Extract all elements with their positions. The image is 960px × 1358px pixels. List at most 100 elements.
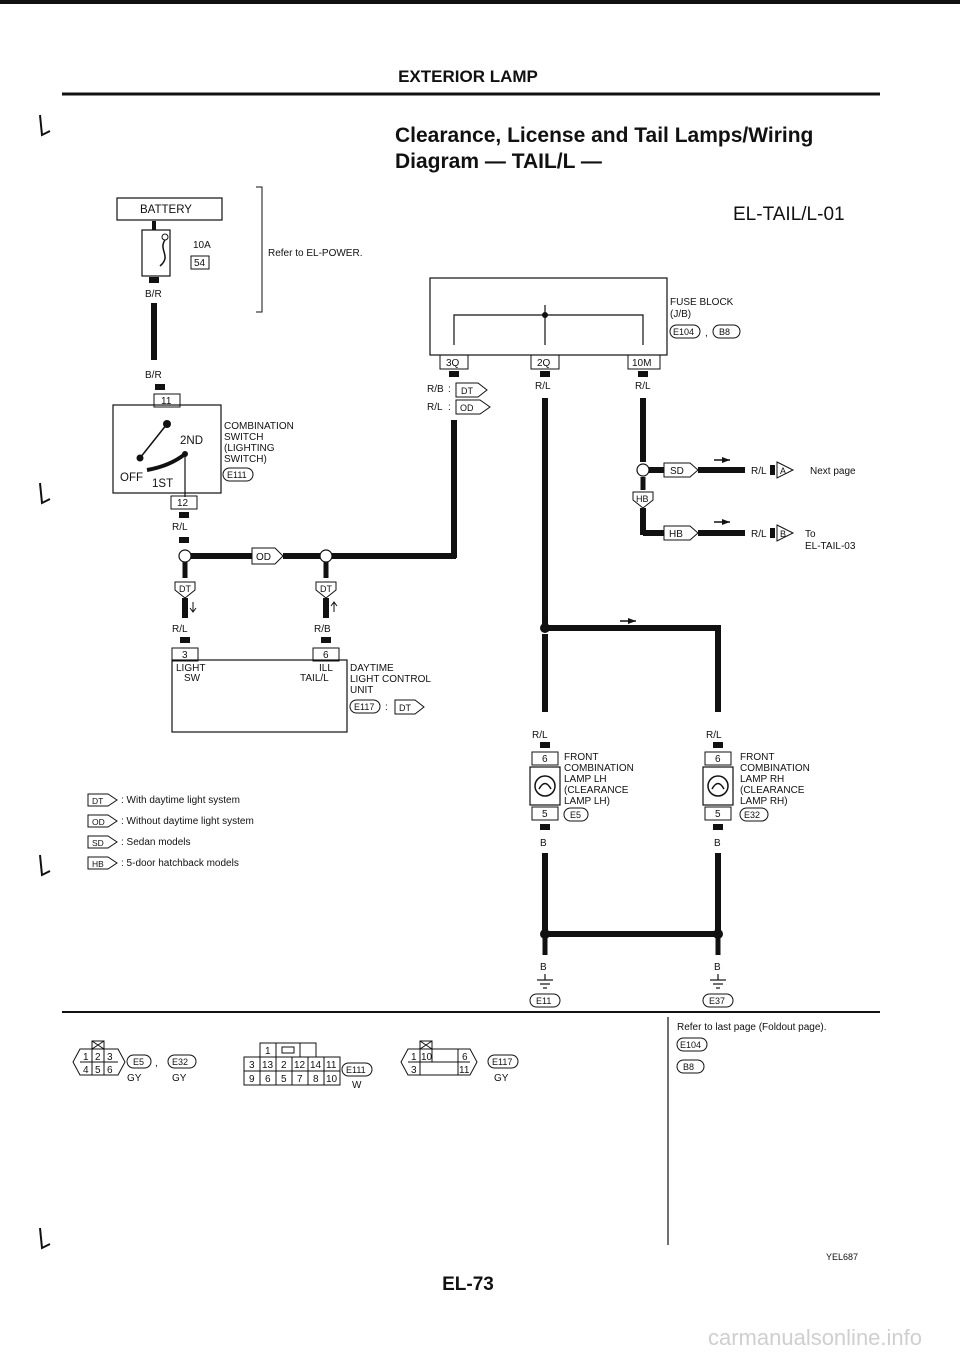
pin: 10: [421, 1052, 433, 1063]
switch-pos-2nd: 2ND: [180, 435, 203, 447]
wire-label: R/L: [635, 381, 651, 392]
bulb-icon: [534, 775, 556, 797]
pin: 6: [265, 1074, 271, 1085]
separator: ,: [155, 1058, 158, 1069]
lh-name-3: LAMP LH: [564, 774, 607, 785]
connector-e111-face: 1 3 13 2 12 14 11 9 6 5 7 8 10 E111 W: [243, 1042, 373, 1091]
connector-e104: E104: [673, 327, 694, 337]
variant-hb-tag: HB: [669, 529, 683, 540]
legend: DT : With daytime light system OD : With…: [87, 793, 254, 870]
lamp-rh-box: [702, 766, 734, 806]
separator: :: [448, 402, 451, 413]
terminal-12: 12: [177, 498, 189, 509]
fuse-block-name: FUSE BLOCK: [670, 297, 734, 308]
separator: :: [448, 384, 451, 395]
switch-name-1: COMBINATION: [224, 421, 294, 432]
switch-blade: [146, 452, 187, 472]
pin: 3: [107, 1052, 113, 1063]
lamp-lh-box: [529, 766, 561, 806]
dt-label-sw: SW: [184, 673, 201, 684]
connector-label: E117: [492, 1057, 512, 1067]
page-title-line1: Clearance, License and Tail Lamps/Wiring: [395, 124, 813, 147]
switch-name-2: SWITCH: [224, 432, 263, 443]
fuse-block-sub: (J/B): [670, 309, 691, 320]
pin: 2: [95, 1052, 101, 1063]
rh-name-1: FRONT: [740, 752, 774, 763]
fuse-number: 54: [194, 258, 206, 269]
variant-od-tag: OD: [460, 403, 474, 413]
legend-text: : 5-door hatchback models: [121, 858, 239, 869]
rh-name-4: (CLEARANCE: [740, 785, 805, 796]
wire-label: B/R: [145, 370, 162, 381]
legend-code: HB: [92, 859, 104, 869]
wire-label: R/B: [427, 384, 444, 395]
diagram-code: EL-TAIL/L-01: [733, 204, 845, 225]
connector-b8: B8: [719, 327, 730, 337]
top-border: [0, 0, 960, 4]
to-page-text: EL-TAIL-03: [805, 541, 856, 552]
off-page-a: A: [780, 466, 786, 476]
wire-label: B: [714, 838, 721, 849]
connector-e5: E5: [570, 810, 581, 820]
color-code: W: [352, 1080, 362, 1091]
wire-label: R/L: [535, 381, 551, 392]
fuse-terminal-3q: 3Q: [446, 358, 460, 369]
to-text: To: [805, 529, 816, 540]
pin: 5: [281, 1074, 287, 1085]
dt-name-1: DAYTIME: [350, 663, 394, 674]
combination-switch-box: [112, 404, 222, 494]
pin: 4: [83, 1065, 89, 1076]
lh-name-1: FRONT: [564, 752, 598, 763]
pin: 13: [262, 1060, 274, 1071]
lh-name-2: COMBINATION: [564, 763, 634, 774]
figure-code: YEL687: [826, 1252, 858, 1262]
pin: 12: [294, 1060, 306, 1071]
section-title: EXTERIOR LAMP: [398, 67, 538, 86]
color-code: GY: [494, 1073, 509, 1084]
pin: 8: [313, 1074, 319, 1085]
ground-e37: E37: [709, 996, 725, 1006]
legend-text: : With daytime light system: [121, 795, 240, 806]
ground-icon: [537, 974, 553, 989]
refer-power-note: Refer to EL-POWER.: [268, 248, 362, 259]
legend-text: : Sedan models: [121, 837, 191, 848]
switch-pos-1st: 1ST: [152, 478, 173, 490]
wire-label: R/L: [706, 730, 722, 741]
refer-foldout-text: Refer to last page (Foldout page).: [677, 1022, 827, 1033]
terminal-11: 11: [161, 396, 172, 407]
pin: 6: [107, 1065, 113, 1076]
next-page-text: Next page: [810, 466, 856, 477]
variant-od-tag: OD: [256, 552, 271, 563]
connector-label: E5: [133, 1057, 144, 1067]
rh-name-5: LAMP RH): [740, 796, 788, 807]
legend-text: : Without daytime light system: [121, 816, 254, 827]
wire-label: R/L: [751, 529, 767, 540]
refer-b8: B8: [683, 1062, 694, 1072]
battery-fuse: [141, 229, 171, 277]
pin: 1: [411, 1052, 417, 1063]
fuse-terminal-2q: 2Q: [537, 358, 551, 369]
color-code: GY: [127, 1073, 142, 1084]
ground-e11: E11: [536, 996, 551, 1006]
pin: 10: [326, 1074, 338, 1085]
wire-label: B: [540, 962, 547, 973]
bulb-icon: [707, 775, 729, 797]
pin: 1: [265, 1046, 271, 1057]
lh-name-4: (CLEARANCE: [564, 785, 629, 796]
wire-label: B: [714, 962, 721, 973]
page-title-line2: Diagram — TAIL/L —: [395, 150, 602, 173]
wire-label: R/L: [172, 624, 188, 635]
pin: 9: [249, 1074, 255, 1085]
variant-hb-tag: HB: [636, 494, 649, 504]
separator: ,: [705, 328, 708, 339]
pin: 3: [411, 1065, 417, 1076]
wire-label: R/L: [751, 466, 767, 477]
switch-pos-off: OFF: [120, 472, 143, 484]
lh-name-5: LAMP LH): [564, 796, 610, 807]
lh-terminal-6: 6: [542, 754, 548, 765]
fuse-terminal-10m: 10M: [632, 358, 651, 369]
refer-e104: E104: [680, 1040, 701, 1050]
wire-label: R/L: [172, 522, 188, 533]
dt-name-2: LIGHT CONTROL: [350, 674, 431, 685]
fuse-rating: 10A: [193, 240, 211, 251]
